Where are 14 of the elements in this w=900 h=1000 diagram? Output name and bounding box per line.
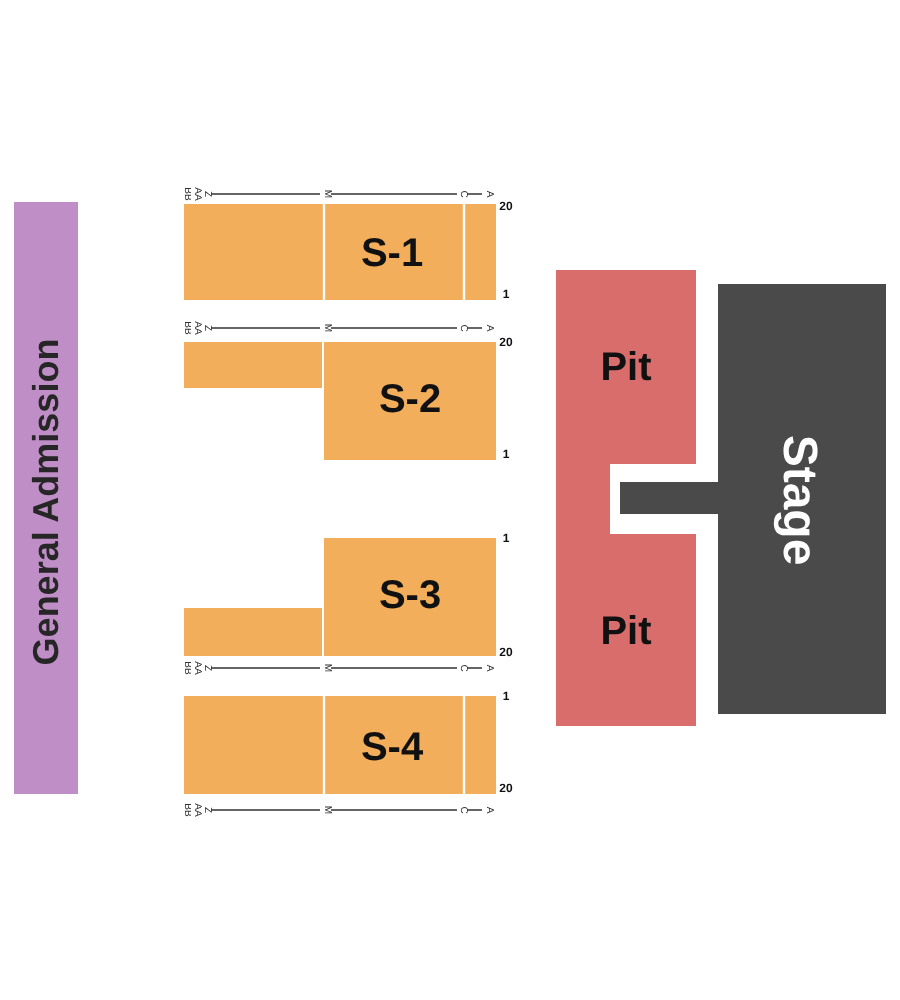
section-label: S-2 [378,380,442,420]
seating-section [184,342,496,460]
section-label: S-3 [378,576,442,616]
seating-section [184,204,496,300]
stage-label: Stage [774,434,822,566]
pit-label: Pit [600,612,652,652]
section-label: S-4 [360,728,424,768]
general-admission-area [14,202,78,794]
pit-area [556,270,696,726]
area-label: General Admission [28,338,64,666]
pit-label: Pit [600,348,652,388]
seating-section [184,696,496,794]
seating-section [184,538,496,656]
section-label: S-1 [360,234,424,274]
